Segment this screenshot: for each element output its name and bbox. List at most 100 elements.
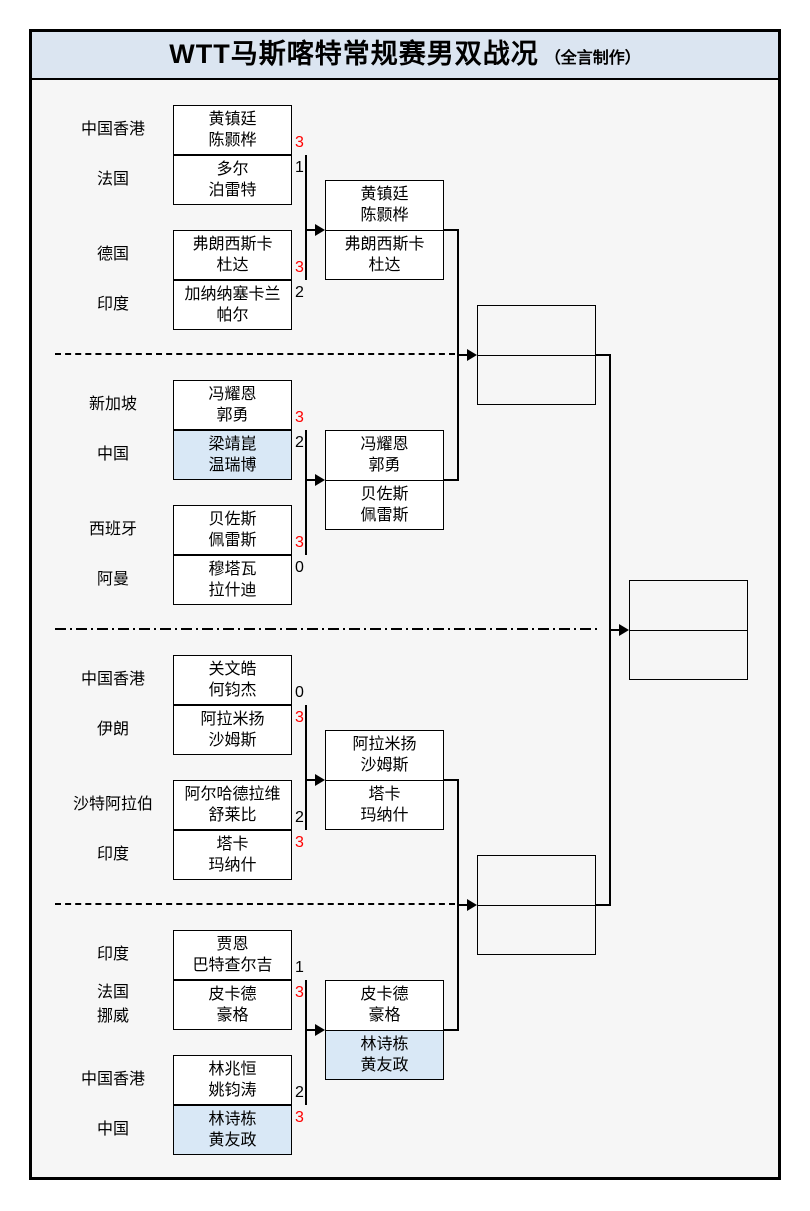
- score-label: 2: [295, 284, 304, 301]
- round2-winner-top: 冯耀恩 郭勇: [326, 431, 443, 481]
- country-label: 伊朗: [96, 721, 129, 738]
- connector-line: [443, 229, 459, 231]
- score-label: 3: [295, 709, 304, 726]
- connector-line: [306, 779, 318, 781]
- arrow-right-icon: [315, 474, 325, 486]
- connector-line: [458, 354, 470, 356]
- country-label: 中国香港: [80, 671, 145, 688]
- player-name: 豪格: [368, 1007, 401, 1025]
- connector-line: [610, 629, 621, 631]
- connector-line: [306, 1029, 318, 1031]
- player-name: 温瑞博: [208, 457, 257, 474]
- player-name: 贾恩: [216, 936, 249, 953]
- player-name: 巴特查尔吉: [192, 957, 273, 974]
- team-box: 弗朗西斯卡 杜达: [173, 230, 292, 280]
- connector-line: [305, 980, 307, 1105]
- title-credit: （全言制作）: [544, 50, 641, 67]
- score-label: 0: [295, 684, 304, 701]
- round2-winner-top: 阿拉米扬 沙姆斯: [326, 731, 443, 781]
- player-name: 陈颢桦: [208, 132, 257, 149]
- player-name: 穆塔瓦: [208, 561, 257, 578]
- player-name: 梁靖崑: [208, 436, 257, 453]
- player-name: 豪格: [216, 1007, 249, 1024]
- team-box: 塔卡 玛纳什: [173, 830, 292, 880]
- country-label: 沙特阿拉伯: [72, 796, 153, 813]
- score-label: 2: [295, 809, 304, 826]
- country-label: 西班牙: [88, 521, 137, 538]
- player-name: 郭勇: [368, 457, 401, 475]
- player-name: 沙姆斯: [208, 732, 257, 749]
- country-label: 印度: [96, 296, 129, 313]
- player-name: 阿尔哈德拉维: [184, 786, 281, 803]
- player-name: 关文皓: [208, 661, 257, 678]
- connector-line: [305, 705, 307, 830]
- score-label: 3: [295, 134, 304, 151]
- team-box: 冯耀恩 郭勇: [173, 380, 292, 430]
- section-divider-dashed: [55, 903, 455, 905]
- player-name: 黄友政: [208, 1132, 257, 1149]
- arrow-right-icon: [467, 349, 477, 361]
- player-name: 玛纳什: [208, 857, 257, 874]
- round2-winner-bottom: 弗朗西斯卡 杜达: [326, 231, 443, 280]
- country-label: 德国: [96, 246, 129, 263]
- semifinal-slot-bottom: [478, 356, 595, 405]
- player-name: 舒莱比: [208, 807, 257, 824]
- semifinal-slot-bottom: [478, 906, 595, 955]
- player-name: 林诗栋: [360, 1035, 409, 1053]
- connector-line: [443, 1029, 459, 1031]
- score-label: 2: [295, 1084, 304, 1101]
- player-name: 帕尔: [216, 307, 249, 324]
- connector-line: [306, 479, 318, 481]
- country-label: 中国: [96, 1121, 129, 1138]
- player-name: 杜达: [368, 256, 401, 274]
- team-box: 林诗栋 黄友政: [173, 1105, 292, 1155]
- player-name: 泊雷特: [208, 182, 257, 199]
- round2-winner-top: 黄镇廷 陈颢桦: [326, 181, 443, 231]
- player-name: 黄镇廷: [208, 111, 257, 128]
- team-box: 皮卡德 豪格: [173, 980, 292, 1030]
- connector-line: [443, 779, 459, 781]
- player-name: 加纳纳塞卡兰: [184, 286, 281, 303]
- score-label: 3: [295, 1109, 304, 1126]
- player-name: 塔卡: [216, 836, 249, 853]
- team-box: 贾恩 巴特查尔吉: [173, 930, 292, 980]
- player-name: 冯耀恩: [208, 386, 257, 403]
- arrow-right-icon: [315, 1024, 325, 1036]
- score-label: 0: [295, 559, 304, 576]
- player-name: 林兆恒: [208, 1061, 257, 1078]
- page-title: WTT马斯喀特常规赛男双战况: [169, 39, 539, 69]
- connector-line: [306, 229, 318, 231]
- round2-box: 冯耀恩 郭勇 贝佐斯 佩雷斯: [325, 430, 444, 530]
- round2-winner-bottom: 塔卡 玛纳什: [326, 781, 443, 830]
- connector-line: [595, 904, 611, 906]
- score-label: 1: [295, 159, 304, 176]
- player-name: 弗朗西斯卡: [344, 235, 425, 253]
- player-name: 佩雷斯: [360, 506, 409, 524]
- country-line: 挪威: [96, 1008, 129, 1025]
- player-name: 佩雷斯: [208, 532, 257, 549]
- team-box: 梁靖崑 温瑞博: [173, 430, 292, 480]
- player-name: 多尔: [216, 161, 249, 178]
- country-label: 新加坡: [88, 396, 137, 413]
- connector-line: [595, 354, 611, 356]
- player-name: 林诗栋: [208, 1111, 257, 1128]
- section-divider-dashed: [55, 353, 455, 355]
- player-name: 何钧杰: [208, 682, 257, 699]
- connector-line: [305, 155, 307, 280]
- player-name: 杜达: [216, 257, 249, 274]
- score-label: 2: [295, 434, 304, 451]
- team-box: 关文皓 何钧杰: [173, 655, 292, 705]
- team-box: 阿尔哈德拉维 舒莱比: [173, 780, 292, 830]
- score-label: 3: [295, 259, 304, 276]
- country-label: 中国香港: [80, 121, 145, 138]
- semifinal-box: [477, 855, 596, 955]
- player-name: 郭勇: [216, 407, 249, 424]
- player-name: 黄镇廷: [360, 186, 409, 204]
- player-name: 冯耀恩: [360, 436, 409, 454]
- player-name: 沙姆斯: [360, 757, 409, 775]
- player-name: 塔卡: [368, 785, 401, 803]
- semifinal-slot-top: [478, 306, 595, 356]
- team-box: 多尔 泊雷特: [173, 155, 292, 205]
- player-name: 贝佐斯: [360, 485, 409, 503]
- player-name: 阿拉米扬: [352, 736, 417, 754]
